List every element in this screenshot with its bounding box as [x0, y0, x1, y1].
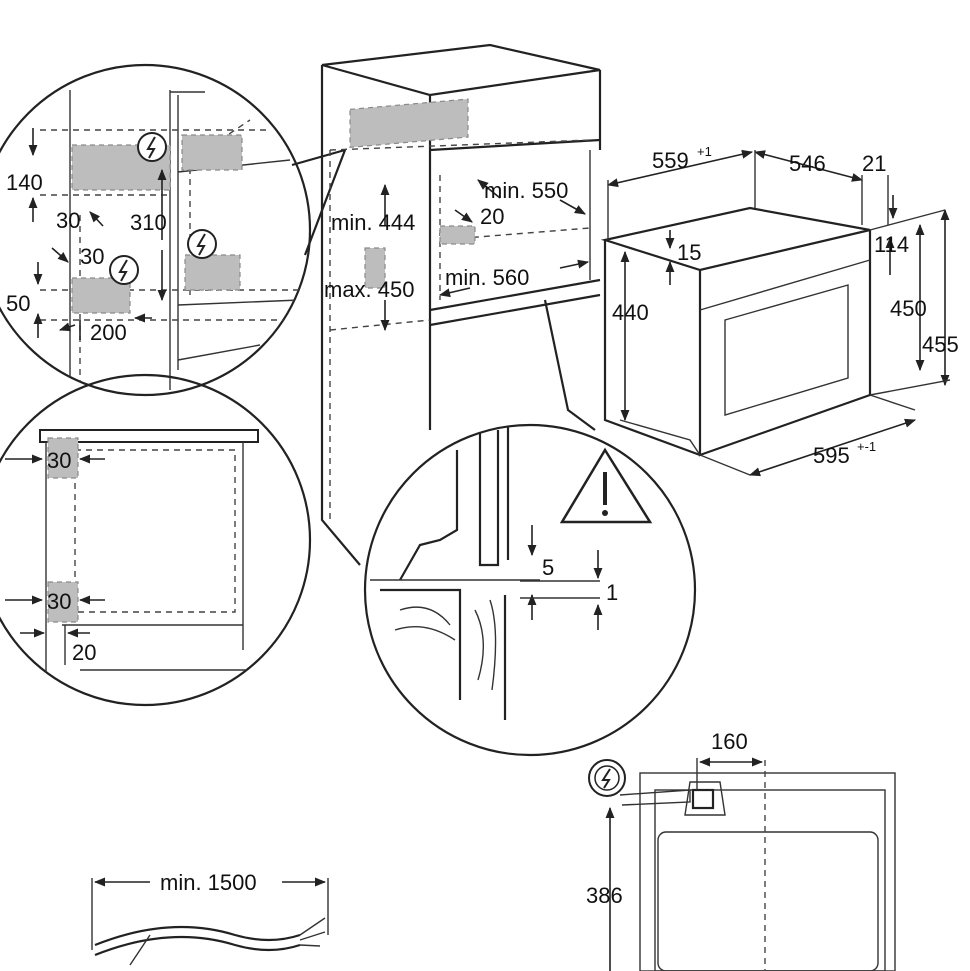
detail-circle-1	[0, 63, 312, 397]
depth-546-label: 546	[789, 151, 826, 176]
width-559-tolerance: +1	[697, 144, 712, 159]
dim-114-label: 114	[874, 232, 909, 257]
detail-circle-3	[363, 423, 697, 757]
dim-310-label: 310	[130, 210, 167, 235]
gap-5-label: 5	[542, 555, 554, 580]
height-450-label: 450	[890, 296, 927, 321]
gap-zone-top	[47, 437, 79, 479]
detail-circle-2	[0, 373, 312, 707]
gap-1-label: 1	[606, 580, 618, 605]
dim-160-label: 160	[711, 729, 748, 754]
top-view-detail: 160 386	[586, 729, 896, 971]
detail-gap-warning: 5 1	[363, 299, 697, 757]
oven-appliance: 559 +1 546 21 15 114 440 450 455 595 +-1	[600, 144, 959, 477]
lightning-icon	[187, 229, 217, 259]
warning-triangle-icon	[559, 447, 653, 524]
cable-length-label: min. 1500	[160, 870, 257, 895]
dim-30-label: 30	[80, 244, 104, 269]
width-559-label: 559	[652, 148, 689, 173]
side-gap-20-label: 20	[72, 640, 96, 665]
side-gap-top-label: 30	[47, 448, 71, 473]
cabinet: min. 444 max. 450 min. 550 20 min. 560	[320, 43, 602, 566]
height-440-label: 440	[612, 300, 649, 325]
gap-zone-bottom	[47, 581, 79, 623]
dim-30-label: 30	[56, 208, 80, 233]
dim-15-label: 15	[677, 240, 701, 265]
socket-zone-right	[184, 254, 241, 291]
width-595-tolerance: +-1	[857, 439, 876, 454]
max-450-label: max. 450	[324, 277, 415, 302]
dim-20-label: 20	[480, 204, 504, 229]
dim-50-label: 50	[6, 291, 30, 316]
dim-200-label: 200	[90, 320, 127, 345]
dim-140-label: 140	[6, 170, 43, 195]
height-455-label: 455	[922, 332, 959, 357]
callout-pointer-1	[291, 148, 347, 256]
dim-21-label: 21	[862, 151, 886, 176]
dim-386-label: 386	[586, 883, 623, 908]
detail-side-gaps: 30 30 20	[0, 373, 312, 707]
lightning-icon	[588, 759, 626, 797]
oven-door-window	[724, 284, 849, 416]
side-gap-bottom-label: 30	[47, 589, 71, 614]
detail-socket-zones: 140 30 310 30 50 200	[0, 63, 347, 397]
lightning-icon	[137, 132, 167, 162]
power-cable-detail: min. 1500	[91, 870, 329, 966]
lightning-icon	[109, 255, 139, 285]
callout-pointer-3	[543, 299, 596, 431]
min-550-label: min. 550	[484, 178, 568, 203]
width-595-label: 595	[813, 443, 850, 468]
min-444-label: min. 444	[331, 210, 415, 235]
socket-zone-cabinet	[349, 98, 469, 149]
min-560-label: min. 560	[445, 265, 529, 290]
